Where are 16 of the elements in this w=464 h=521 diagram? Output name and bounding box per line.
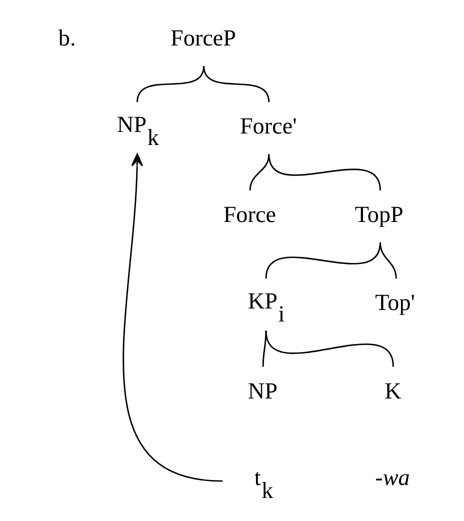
- node-text: NP: [248, 378, 278, 404]
- node-text: Force: [223, 202, 276, 228]
- node-text: K: [384, 378, 402, 404]
- node-text: Force': [240, 114, 297, 140]
- arrow: [122, 153, 223, 482]
- connector: [203, 66, 270, 102]
- connector: [268, 154, 381, 190]
- connector: [249, 154, 270, 190]
- node-text: TopP: [354, 202, 404, 228]
- node-text: -wa: [375, 465, 410, 492]
- connector: [380, 242, 397, 279]
- connector: [262, 330, 267, 367]
- label: b.: [58, 25, 76, 52]
- node-text: Top': [375, 290, 416, 316]
- connector: [265, 330, 394, 367]
- node-text: ForceP: [170, 25, 236, 52]
